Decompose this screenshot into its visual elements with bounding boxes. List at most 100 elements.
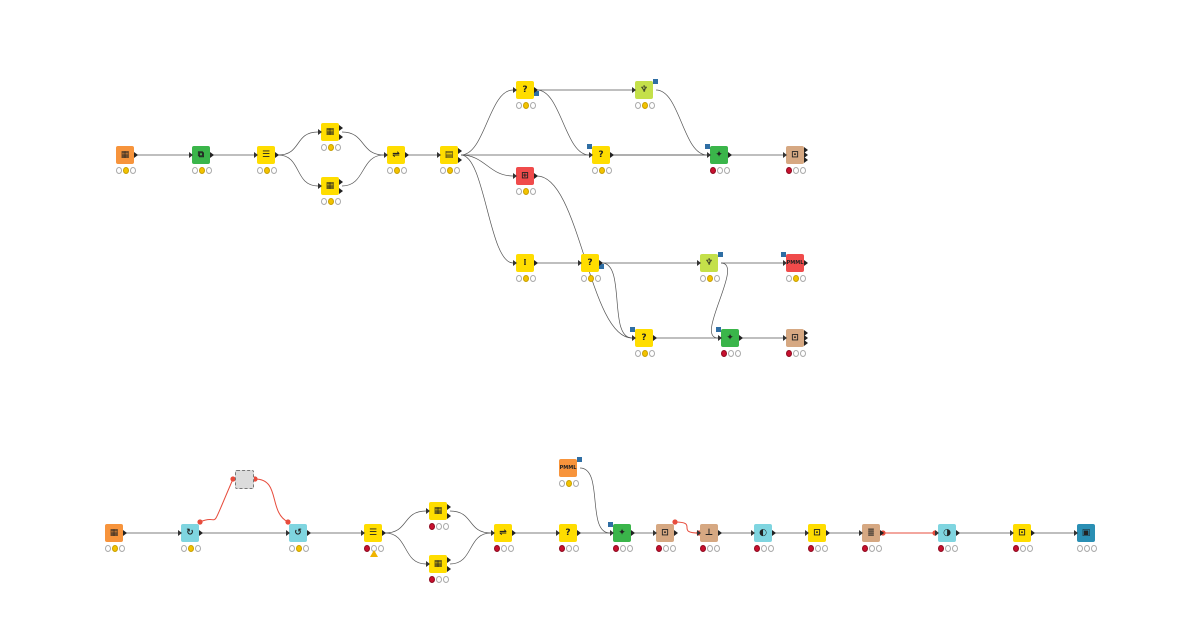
- in-port-icon[interactable]: [805, 530, 809, 536]
- node-b13[interactable]: ◐: [751, 524, 776, 542]
- out-port-icon[interactable]: [382, 530, 386, 536]
- node-b10[interactable]: ✦: [608, 522, 635, 542]
- in-port-icon[interactable]: [1074, 530, 1078, 536]
- out-port-icon[interactable]: [534, 173, 538, 179]
- out-port-icon[interactable]: [804, 330, 808, 336]
- node-b11[interactable]: ⊡: [653, 524, 678, 542]
- in-port-icon[interactable]: [384, 152, 388, 158]
- in-port-icon[interactable]: [610, 530, 614, 536]
- out-port-icon[interactable]: [653, 335, 657, 341]
- node-n16[interactable]: ♆: [697, 252, 723, 272]
- out-port-icon[interactable]: [447, 557, 451, 563]
- node-n11[interactable]: ?: [587, 144, 614, 164]
- in-port-icon[interactable]: [859, 530, 863, 536]
- out-port-icon[interactable]: [1031, 530, 1035, 536]
- node-n7[interactable]: ▤: [437, 146, 462, 164]
- connection-b6-b7[interactable]: [449, 532, 492, 565]
- in-port-icon[interactable]: [513, 260, 517, 266]
- model-out-port-icon[interactable]: [653, 79, 658, 84]
- connection-b4-b5[interactable]: [384, 510, 427, 534]
- in-port-icon[interactable]: [697, 260, 701, 266]
- metanode-icon[interactable]: [235, 470, 254, 489]
- node-b14[interactable]: ⊡: [805, 524, 830, 542]
- in-port-icon[interactable]: [783, 152, 787, 158]
- in-port-icon[interactable]: [632, 87, 636, 93]
- node-n18[interactable]: ?: [630, 327, 657, 347]
- out-port-icon[interactable]: [804, 340, 808, 346]
- flow-variable-port-icon[interactable]: [197, 519, 203, 525]
- in-port-icon[interactable]: [254, 152, 258, 158]
- node-n9[interactable]: ♆: [632, 79, 658, 99]
- connection-m1-b3[interactable]: [254, 478, 289, 523]
- connection-b5-b7[interactable]: [449, 510, 492, 534]
- in-port-icon[interactable]: [707, 152, 711, 158]
- node-n20[interactable]: ⊡: [783, 329, 808, 347]
- in-port-icon[interactable]: [653, 530, 657, 536]
- out-port-icon[interactable]: [739, 335, 743, 341]
- in-port-icon[interactable]: [437, 152, 441, 158]
- in-port-icon[interactable]: [513, 87, 517, 93]
- model-in-port-icon[interactable]: [630, 327, 635, 332]
- connection-n3-n4[interactable]: [277, 131, 319, 156]
- connection-b4-b6[interactable]: [384, 532, 427, 565]
- node-n10[interactable]: ⊞: [513, 167, 538, 185]
- in-port-icon[interactable]: [556, 530, 560, 536]
- out-port-icon[interactable]: [339, 125, 343, 131]
- in-port-icon[interactable]: [783, 260, 787, 266]
- connection-n7-n14[interactable]: [460, 154, 514, 264]
- in-port-icon[interactable]: [426, 561, 430, 567]
- connection-n8-n11[interactable]: [536, 89, 590, 156]
- out-port-icon[interactable]: [134, 152, 138, 158]
- out-port-icon[interactable]: [447, 566, 451, 572]
- node-b17[interactable]: ⊡: [1010, 524, 1035, 542]
- out-port-icon[interactable]: [123, 530, 127, 536]
- model-in-port-icon[interactable]: [716, 327, 721, 332]
- in-port-icon[interactable]: [718, 335, 722, 341]
- node-n14[interactable]: ⁞: [513, 254, 538, 272]
- node-n2[interactable]: ⧉: [189, 146, 214, 164]
- node-b8[interactable]: ?: [556, 524, 581, 542]
- node-b2[interactable]: ↻: [178, 524, 203, 542]
- node-n6[interactable]: ⇌: [384, 146, 409, 164]
- connection-n7-n8[interactable]: [460, 89, 514, 156]
- model-out-port-icon[interactable]: [577, 457, 582, 462]
- out-port-icon[interactable]: [956, 530, 960, 536]
- connection-n9-n12[interactable]: [655, 89, 708, 156]
- out-port-icon[interactable]: [447, 504, 451, 510]
- node-n13[interactable]: ⊡: [783, 146, 808, 164]
- connection-n15-n18[interactable]: [601, 262, 633, 339]
- out-port-icon[interactable]: [210, 152, 214, 158]
- flow-variable-port-icon[interactable]: [230, 476, 236, 482]
- out-port-icon[interactable]: [804, 157, 808, 163]
- connection-b2-m1[interactable]: [199, 478, 234, 523]
- out-port-icon[interactable]: [804, 152, 808, 158]
- node-b16[interactable]: ◑: [935, 524, 960, 542]
- out-port-icon[interactable]: [826, 530, 830, 536]
- node-b12[interactable]: ⊥: [697, 524, 722, 542]
- model-out-port-icon[interactable]: [599, 264, 604, 269]
- out-port-icon[interactable]: [275, 152, 279, 158]
- in-port-icon[interactable]: [935, 530, 939, 536]
- connection-n7-n10[interactable]: [460, 154, 514, 177]
- in-port-icon[interactable]: [286, 530, 290, 536]
- out-port-icon[interactable]: [804, 260, 808, 266]
- in-port-icon[interactable]: [783, 335, 787, 341]
- model-out-port-icon[interactable]: [534, 91, 539, 96]
- out-port-icon[interactable]: [674, 530, 678, 536]
- connection-b11-b12[interactable]: [674, 521, 700, 534]
- node-b18[interactable]: ▣: [1074, 524, 1095, 542]
- out-port-icon[interactable]: [458, 157, 462, 163]
- node-b4[interactable]: ☰: [361, 524, 386, 542]
- node-n19[interactable]: ✦: [716, 327, 743, 347]
- in-port-icon[interactable]: [318, 183, 322, 189]
- node-b3[interactable]: ↺: [286, 524, 311, 542]
- in-port-icon[interactable]: [751, 530, 755, 536]
- flow-variable-port-icon[interactable]: [672, 519, 678, 525]
- node-b9[interactable]: PMML: [559, 457, 582, 477]
- in-port-icon[interactable]: [1010, 530, 1014, 536]
- node-b6[interactable]: ▦: [426, 555, 451, 573]
- connection-n3-n5[interactable]: [277, 154, 319, 187]
- model-in-port-icon[interactable]: [781, 252, 786, 257]
- connection-b9-b10[interactable]: [579, 467, 611, 534]
- in-port-icon[interactable]: [697, 530, 701, 536]
